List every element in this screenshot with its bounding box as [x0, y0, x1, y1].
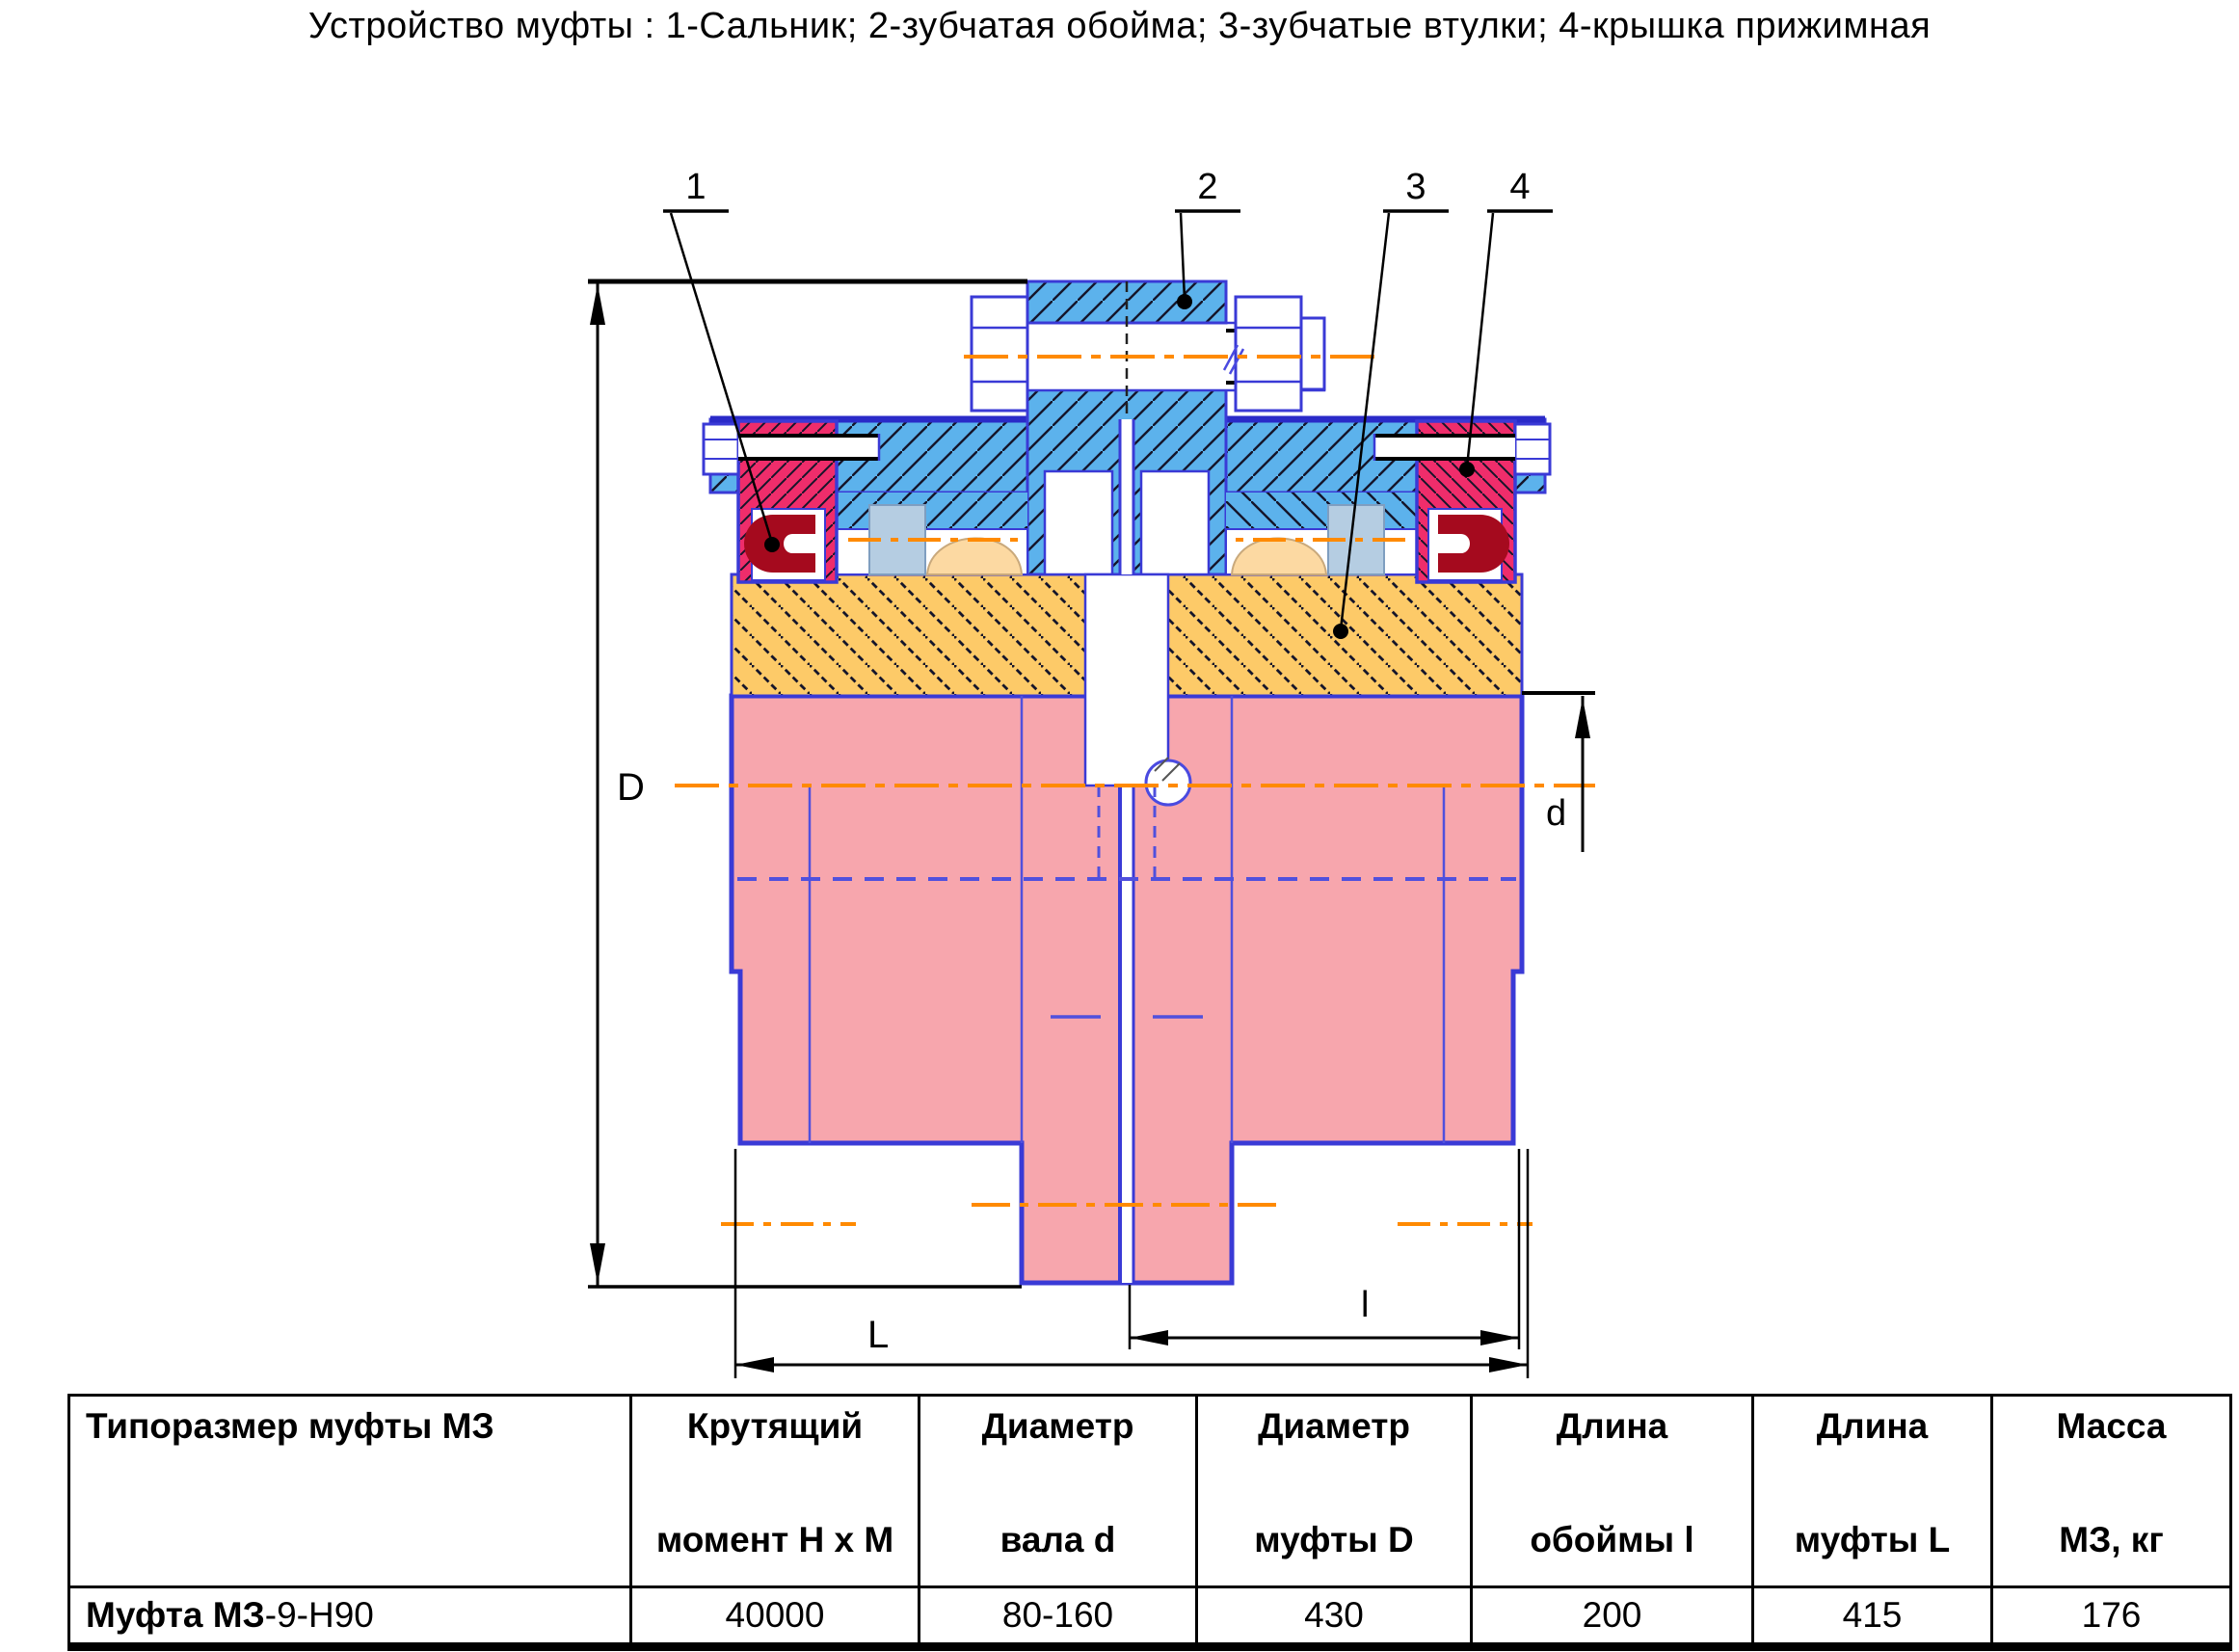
- header-coupling-length: Длина муфты L: [1751, 1394, 1993, 1588]
- callout-3-dot: [1333, 624, 1348, 639]
- header-shaft-diameter: Диаметр вала d: [918, 1394, 1198, 1588]
- split-gap-lower: [1120, 786, 1133, 1283]
- dim-label-D: D: [617, 766, 645, 809]
- bore-channel: [1083, 573, 1170, 787]
- dim-label-d: d: [1546, 793, 1566, 834]
- cover-bolt-shank: [738, 436, 879, 459]
- table-header-row: Типоразмер муфты МЗ Крутящий момент Н х …: [67, 1394, 2232, 1588]
- cell-sleeve-length: 200: [1470, 1585, 1754, 1648]
- header-line1: Длина: [1816, 1406, 1929, 1446]
- callout-3-label: 3: [1405, 167, 1426, 207]
- callout-2-dot: [1177, 294, 1192, 309]
- header-line1: Масса: [2056, 1406, 2167, 1446]
- table-data-row: Муфта МЗ-9-Н90 40000 80-160 430 200 415 …: [67, 1585, 2232, 1648]
- header-line1: Диаметр: [1258, 1406, 1410, 1446]
- header-mass: Масса МЗ, кг: [1990, 1394, 2232, 1588]
- cell-torque: 40000: [629, 1585, 920, 1648]
- header-line2: вала d: [1000, 1520, 1116, 1559]
- cotter-pin: [1228, 348, 1245, 375]
- header-type-size: Типоразмер муфты МЗ: [67, 1394, 632, 1588]
- header-line1: Крутящий: [686, 1406, 864, 1446]
- bolt-head-hex: [970, 295, 1029, 413]
- sleeve-flange-deep: [837, 493, 1027, 529]
- callout-4: 4: [1459, 167, 1553, 477]
- header-line1: Типоразмер муфты МЗ: [86, 1406, 494, 1446]
- header-line2: муфты D: [1254, 1520, 1414, 1559]
- callout-1-label: 1: [685, 167, 706, 207]
- callout-3: 3: [1333, 167, 1449, 639]
- header-torque: Крутящий момент Н х М: [629, 1394, 920, 1588]
- bolt-nut-hex: [1234, 295, 1303, 413]
- callout-1-dot: [764, 537, 780, 552]
- cell-coupling-length: 415: [1751, 1585, 1993, 1648]
- page-title: Устройство муфты : 1-Сальник; 2-зубчатая…: [307, 6, 1932, 46]
- header-line1: Диаметр: [981, 1406, 1134, 1446]
- spec-table: Типоразмер муфты МЗ Крутящий момент Н х …: [67, 1394, 2232, 1651]
- callout-2-label: 2: [1197, 167, 1217, 207]
- cell-type-size: Муфта МЗ-9-Н90: [67, 1585, 632, 1648]
- header-line1: Длина: [1556, 1406, 1668, 1446]
- header-line2: муфты L: [1794, 1520, 1951, 1559]
- header-sleeve-length: Длина обоймы l: [1470, 1394, 1754, 1588]
- callout-2: 2: [1175, 167, 1240, 309]
- cell-mass: 176: [1990, 1585, 2232, 1648]
- coupling-name-bold: Муфта МЗ: [86, 1595, 265, 1635]
- gland-seal: [744, 515, 815, 573]
- coupling-name-rest: -9-Н90: [264, 1595, 374, 1635]
- header-line2: обоймы l: [1530, 1520, 1694, 1559]
- keyway: [1144, 759, 1192, 807]
- cotter-pin: [1222, 344, 1239, 371]
- cover-bolt-head: [702, 422, 740, 476]
- header-coupling-diameter: Диаметр муфты D: [1195, 1394, 1473, 1588]
- header-line2: МЗ, кг: [2059, 1520, 2164, 1559]
- dim-label-L: L: [867, 1314, 889, 1356]
- callout-4-label: 4: [1509, 167, 1530, 207]
- callout-4-dot: [1459, 462, 1475, 477]
- header-line2: момент Н х М: [655, 1520, 894, 1559]
- dim-label-l: l: [1361, 1285, 1369, 1325]
- cell-shaft-diameter: 80-160: [918, 1585, 1198, 1648]
- cell-coupling-diameter: 430: [1195, 1585, 1473, 1648]
- callout-1: 1: [663, 167, 780, 552]
- end-assembly: [702, 419, 1028, 584]
- coupling-drawing: D d l L 1 2 3: [588, 167, 1595, 1378]
- bolt-washer: [1299, 316, 1326, 391]
- sleeve-pocket-left: [1043, 469, 1114, 576]
- split-gap-upper: [1120, 419, 1133, 574]
- sleeve-pocket-right: [1139, 469, 1211, 576]
